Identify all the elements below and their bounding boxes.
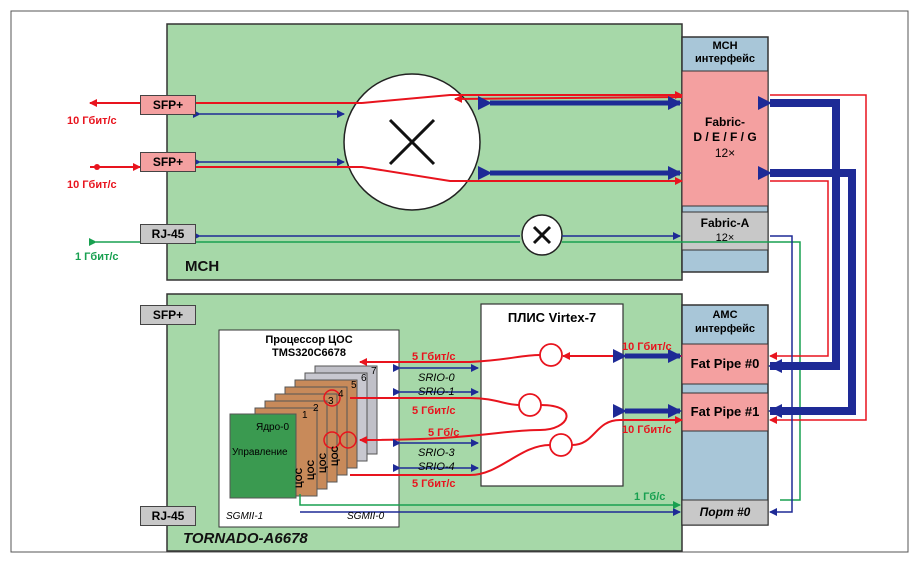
dsp-title-2: TMS320C6678: [272, 347, 346, 359]
mch-rj45-port: RJ-45: [140, 224, 196, 244]
tornado-speed-10g-2: 10 Гбит/с: [622, 424, 672, 436]
mch-speed-10g-1: 10 Гбит/с: [67, 115, 117, 127]
mch-sfp-port-1-label: SFP+: [152, 98, 184, 112]
fpga-box: [480, 303, 624, 487]
mch-speed-10g-2: 10 Гбит/с: [67, 179, 117, 191]
tornado-rj45-port: RJ-45: [140, 506, 196, 526]
fabric-dg-label-3: 12×: [714, 146, 736, 160]
control-label: Управление: [232, 447, 288, 458]
tornado-sfp-port-label: SFP+: [152, 308, 184, 322]
sgmii-1-label: SGMII-1: [226, 511, 264, 522]
speed-5g-4: 5 Гбит/с: [412, 478, 456, 490]
sgmii-0-label: SGMII-0: [347, 511, 385, 522]
srio-1-label: SRIO-1: [418, 386, 455, 398]
port-0-block: [681, 499, 769, 526]
fabric-a-label-2: 12×: [715, 232, 735, 244]
mch-iface-header-2: интерфейс: [694, 53, 756, 65]
srio-3-label: SRIO-3: [418, 447, 455, 459]
speed-5g-2: 5 Гбит/с: [412, 405, 456, 417]
mch-speed-1g: 1 Гбит/с: [75, 251, 119, 263]
mch-sfp-port-2: SFP+: [140, 152, 196, 172]
fat-pipe-1-block: [681, 392, 769, 432]
speed-5g-3: 5 Гб/с: [428, 427, 460, 439]
port-0-label: Порт #0: [699, 505, 751, 519]
core-number-5: 5: [351, 380, 357, 391]
tornado-speed-10g-1: 10 Гбит/с: [622, 341, 672, 353]
dsp-short-4: ЦОС: [330, 445, 340, 466]
fabric-dg-label-2: D / E / F / G: [693, 130, 757, 144]
mch-rj45-port-label: RJ-45: [151, 227, 185, 241]
fat-pipe-0-label: Fat Pipe #0: [690, 356, 760, 371]
core-number-3: 3: [328, 396, 334, 407]
speed-5g-1: 5 Гбит/с: [412, 351, 456, 363]
tornado-title: TORNADO-A6678: [183, 530, 308, 547]
amc-header-1: AMC: [712, 309, 738, 321]
core-number-4: 4: [338, 389, 344, 400]
core-number-7: 7: [371, 366, 377, 377]
core-number-2: 2: [313, 403, 319, 414]
core-number-6: 6: [361, 373, 367, 384]
dsp-short-2: ЦОС: [306, 459, 316, 480]
tornado-sfp-port: SFP+: [140, 305, 196, 325]
dsp-title-1: Процессор ЦОС: [265, 334, 353, 346]
core-label: Ядро-0: [256, 422, 290, 433]
mch-title: MCH: [185, 258, 220, 275]
mch-sfp-port-1: SFP+: [140, 95, 196, 115]
fabric-dg-label-1: Fabric-: [704, 115, 745, 129]
fat-pipe-1-label: Fat Pipe #1: [690, 404, 760, 419]
fpga-title: ПЛИС Virtex-7: [507, 310, 597, 325]
tornado-rj45-port-label: RJ-45: [151, 509, 185, 523]
amc-header-2: интерфейс: [694, 323, 756, 335]
fabric-a-label-1: Fabric-A: [700, 216, 750, 230]
dsp-short-3: ЦОС: [318, 452, 328, 473]
core-number-1: 1: [302, 410, 308, 421]
mch-iface-header-1: MCH: [712, 40, 738, 52]
dsp-short-1: ЦОС: [294, 467, 304, 488]
srio-4-label: SRIO-4: [418, 461, 455, 473]
fat-pipe-0-block: [681, 343, 769, 385]
mch-sfp-port-2-label: SFP+: [152, 155, 184, 169]
srio-0-label: SRIO-0: [418, 372, 455, 384]
tornado-speed-1g: 1 Гб/с: [634, 491, 666, 503]
